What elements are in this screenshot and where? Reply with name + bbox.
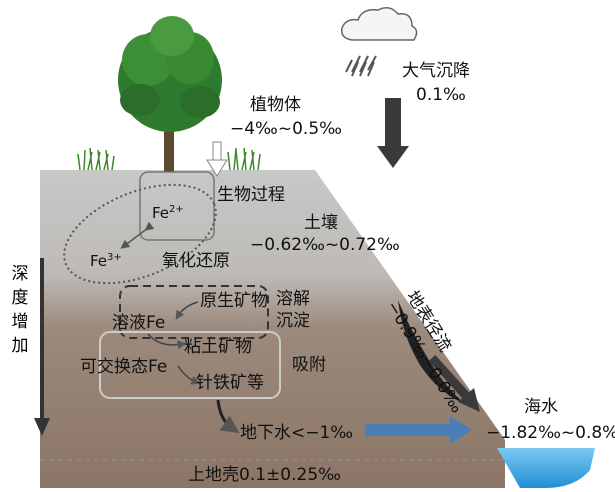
adsorption-label: 吸附 bbox=[292, 355, 326, 375]
sea bbox=[497, 448, 595, 488]
downward-arrow bbox=[216, 399, 240, 433]
precipitate-label: 沉淀 bbox=[276, 311, 310, 331]
rain-icon bbox=[345, 55, 377, 77]
plant-value: −4‰~0.5‰ bbox=[230, 119, 342, 139]
primary-to-solution-arrow bbox=[175, 301, 199, 320]
plant-uptake-arrow bbox=[206, 141, 228, 177]
groundwater-arrow bbox=[365, 416, 472, 444]
dissolve-label: 溶解 bbox=[276, 289, 310, 309]
cloud-icon bbox=[340, 7, 418, 41]
seawater-value: −1.82‰~0.8‰ bbox=[486, 423, 615, 443]
upper-crust-label: 上地壳0.1±0.25‰ bbox=[188, 465, 341, 485]
groundwater-label: 地下水<−1‰ bbox=[240, 423, 354, 443]
exchangeable-fe-label: 可交换态Fe bbox=[80, 357, 168, 377]
soil-value: −0.62‰~0.72‰ bbox=[250, 235, 400, 255]
bio-process-label: 生物过程 bbox=[217, 185, 285, 205]
grass-icon bbox=[77, 147, 261, 171]
redox-label: 氧化还原 bbox=[162, 251, 230, 271]
plant-label: 植物体 bbox=[250, 95, 301, 115]
soil-body bbox=[40, 170, 505, 488]
redox-arrow bbox=[120, 221, 155, 249]
fe2-label: Fe2+ bbox=[152, 204, 184, 222]
depth-label: 深 度 增 加 bbox=[11, 264, 29, 356]
atmosphere-value: 0.1‰ bbox=[416, 85, 466, 105]
redox-ellipse bbox=[63, 183, 217, 285]
fe3-label: Fe3+ bbox=[90, 252, 122, 270]
deposition-arrow bbox=[377, 98, 409, 168]
seawater-label: 海水 bbox=[524, 397, 558, 417]
solution-to-clay-arrow bbox=[147, 333, 187, 350]
clay-mineral-label: 粘土矿物 bbox=[184, 337, 252, 357]
depth-arrow bbox=[34, 258, 50, 436]
adsorption-box bbox=[99, 331, 281, 399]
tree-icon bbox=[118, 16, 222, 172]
goethite-label: 针铁矿等 bbox=[196, 373, 264, 393]
atmosphere-label: 大气沉降 bbox=[402, 61, 470, 81]
clay-to-goethite-arrow bbox=[177, 365, 201, 385]
runoff-arrow bbox=[428, 354, 480, 412]
dissolution-box bbox=[119, 285, 269, 339]
primary-mineral-label: 原生矿物 bbox=[200, 291, 268, 311]
soil-label: 土壤 bbox=[304, 213, 338, 233]
dissolved-fe-label: 溶液Fe bbox=[112, 313, 166, 333]
